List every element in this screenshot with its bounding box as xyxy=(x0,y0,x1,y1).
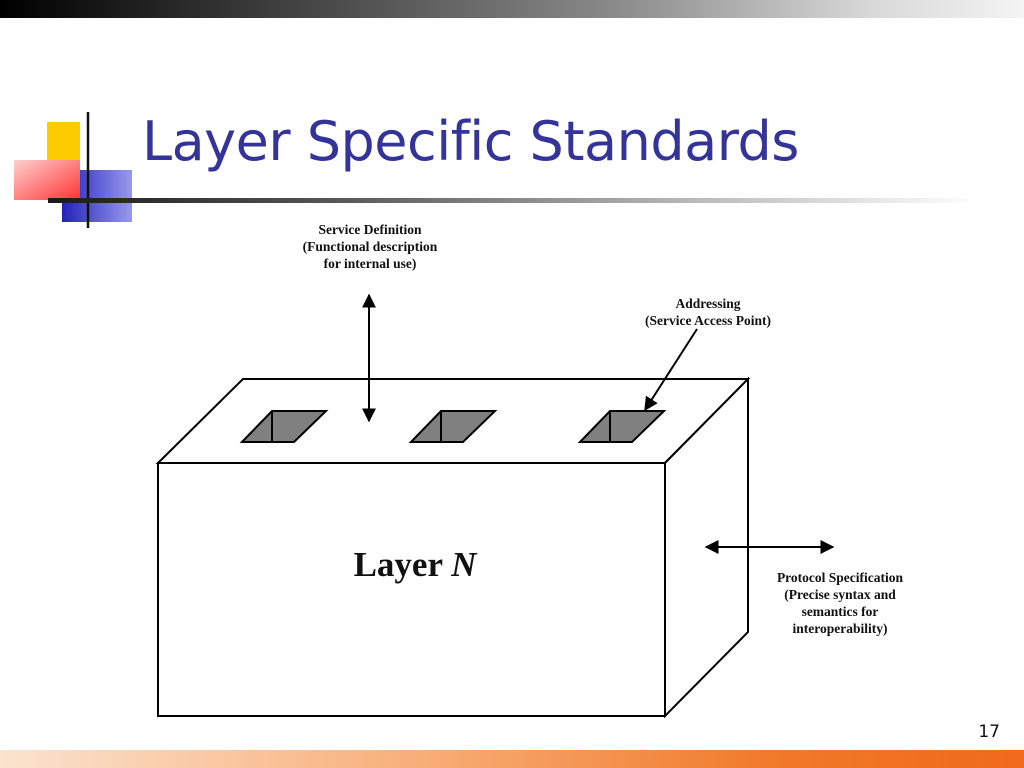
protocol-specification-line: Protocol Specification xyxy=(776,570,904,585)
layer-label-variable: N xyxy=(451,545,477,584)
addressing-line: (Service Access Point) xyxy=(645,313,771,328)
addressing-label: Addressing (Service Access Point) xyxy=(620,295,796,329)
service-access-point xyxy=(408,410,498,443)
protocol-specification-line: (Precise syntax and xyxy=(784,587,896,602)
bottom-gradient-bar xyxy=(0,750,1024,768)
service-definition-line: (Functional description xyxy=(302,239,438,254)
layer-label-text: Layer xyxy=(353,545,452,584)
layer-box-front-face xyxy=(157,462,666,717)
protocol-specification-label: Protocol Specification (Precise syntax a… xyxy=(756,569,924,637)
title-underline xyxy=(48,198,978,203)
service-access-point xyxy=(239,410,329,443)
protocol-specification-line: interoperability) xyxy=(792,621,888,636)
addressing-line: Addressing xyxy=(675,296,741,311)
addressing-arrow xyxy=(644,328,698,412)
service-access-point xyxy=(577,410,667,443)
protocol-specification-line: semantics for xyxy=(801,604,879,619)
service-definition-line: for internal use) xyxy=(323,256,417,271)
page-number: 17 xyxy=(978,722,1000,742)
service-definition-line: Service Definition xyxy=(318,222,422,237)
top-gradient-bar xyxy=(0,0,1024,18)
slide-title: Layer Specific Standards xyxy=(142,110,799,173)
layer-n-label: Layer N xyxy=(300,545,530,585)
service-definition-label: Service Definition (Functional descripti… xyxy=(280,221,460,272)
